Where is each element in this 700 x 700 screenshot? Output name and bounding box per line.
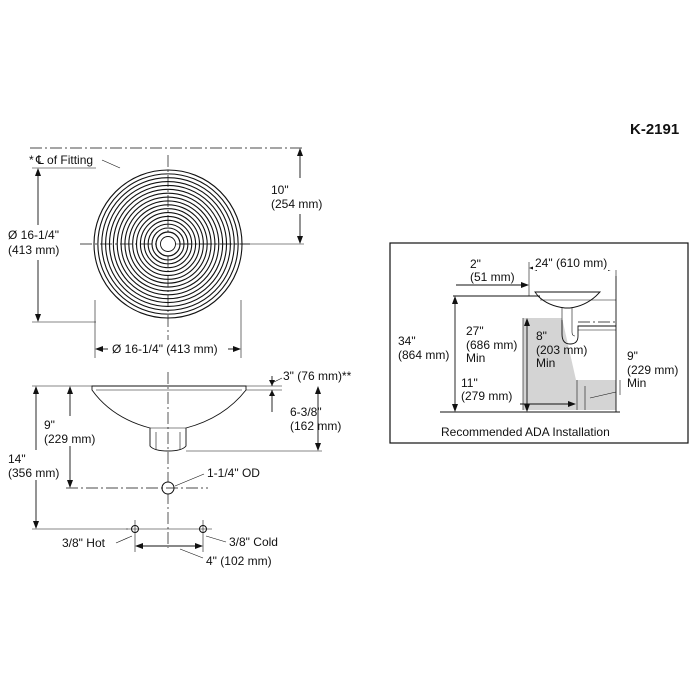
counter-height: 34" — [398, 334, 416, 348]
fitting-prefix: * — [29, 153, 34, 167]
arrowhead — [195, 543, 203, 549]
outlet-label: 1-1/4" OD — [207, 466, 260, 480]
arrowhead — [524, 318, 530, 326]
total-height: 14" — [8, 452, 26, 466]
p-trap-inner — [571, 320, 576, 337]
arrowhead — [33, 521, 39, 529]
diameter-horizontal: Ø 16-1/4" (413 mm) — [112, 342, 218, 356]
counter-height-mm: (864 mm) — [398, 348, 449, 362]
label-backdrop — [533, 256, 617, 270]
bowl-depth: 6-3/8" — [290, 405, 322, 419]
diameter-vertical: Ø 16-1/4" — [8, 228, 59, 242]
knee-height: 27" — [466, 324, 484, 338]
cold-label: 3/8" Cold — [229, 535, 278, 549]
depth-label-mm: (254 mm) — [271, 197, 322, 211]
arrowhead — [521, 282, 529, 288]
knee-depth: 8" — [536, 329, 547, 343]
arrowhead — [524, 404, 530, 412]
arrowhead — [568, 401, 576, 407]
arrowhead — [233, 346, 241, 352]
toe-min: Min — [627, 376, 646, 390]
p-trap — [561, 320, 616, 345]
fitting-leader — [101, 159, 121, 169]
rim-height: 3" (76 mm)** — [283, 369, 352, 383]
arrowhead — [315, 386, 321, 394]
arrowhead — [67, 480, 73, 488]
knee-depth-mm: (203 mm) — [536, 343, 587, 357]
arrowhead — [35, 168, 41, 176]
fitting-label: ℄ of Fitting — [35, 153, 93, 167]
hot-label: 3/8" Hot — [62, 536, 106, 550]
side-view: 1-1/4" OD 3/8" Hot 3/8" Cold 4" (102 mm)… — [8, 369, 352, 568]
basin-profile — [91, 385, 247, 452]
width-label: 24" (610 mm) — [535, 256, 607, 270]
toe-height: 9" — [627, 349, 638, 363]
spacing-label: 4" (102 mm) — [206, 554, 272, 568]
arrowhead — [269, 390, 275, 396]
toe-depth-mm: (279 mm) — [461, 389, 512, 403]
depth-label: 10" — [271, 183, 289, 197]
offset-label-mm: (51 mm) — [470, 270, 515, 284]
ada-basin — [534, 291, 602, 309]
knee-min: Min — [466, 351, 485, 365]
offset-label: 2" — [470, 257, 481, 271]
bowl-depth-mm: (162 mm) — [290, 419, 341, 433]
knee-clearance — [523, 318, 576, 410]
knee-height-mm: (686 mm) — [466, 338, 517, 352]
ada-panel: 2" (51 mm) 24" (610 mm) 34" (864 mm) 27"… — [389, 242, 689, 444]
model-number: K-2191 — [630, 121, 679, 138]
arrowhead — [67, 386, 73, 394]
toe-depth: 11" — [461, 376, 478, 390]
arrowhead — [33, 386, 39, 394]
arrowhead — [95, 346, 103, 352]
arrowhead — [297, 236, 303, 244]
arrowhead — [35, 314, 41, 322]
total-height-mm: (356 mm) — [8, 466, 59, 480]
toe-leader — [589, 391, 617, 399]
arrowhead — [452, 296, 458, 304]
arrowhead — [135, 543, 143, 549]
rim-leader — [273, 377, 283, 383]
arrowhead — [315, 443, 321, 451]
toe-clearance — [576, 380, 616, 410]
outlet-leader — [174, 473, 205, 487]
top-view: * ℄ of Fitting Ø 16-1/4" (413 mm) Ø 16-1… — [8, 147, 322, 358]
ada-caption: Recommended ADA Installation — [441, 425, 610, 439]
arrowhead — [297, 148, 303, 156]
arrowhead — [452, 404, 458, 412]
cold-leader — [205, 535, 227, 543]
drain-height-mm: (229 mm) — [44, 432, 95, 446]
spacing-leader — [179, 548, 204, 559]
knee-depth-min: Min — [536, 356, 555, 370]
drain-height: 9" — [44, 418, 55, 432]
diameter-vertical-mm: (413 mm) — [8, 243, 59, 257]
hot-leader — [115, 535, 133, 544]
arrowhead — [269, 380, 275, 386]
toe-height-mm: (229 mm) — [627, 363, 678, 377]
